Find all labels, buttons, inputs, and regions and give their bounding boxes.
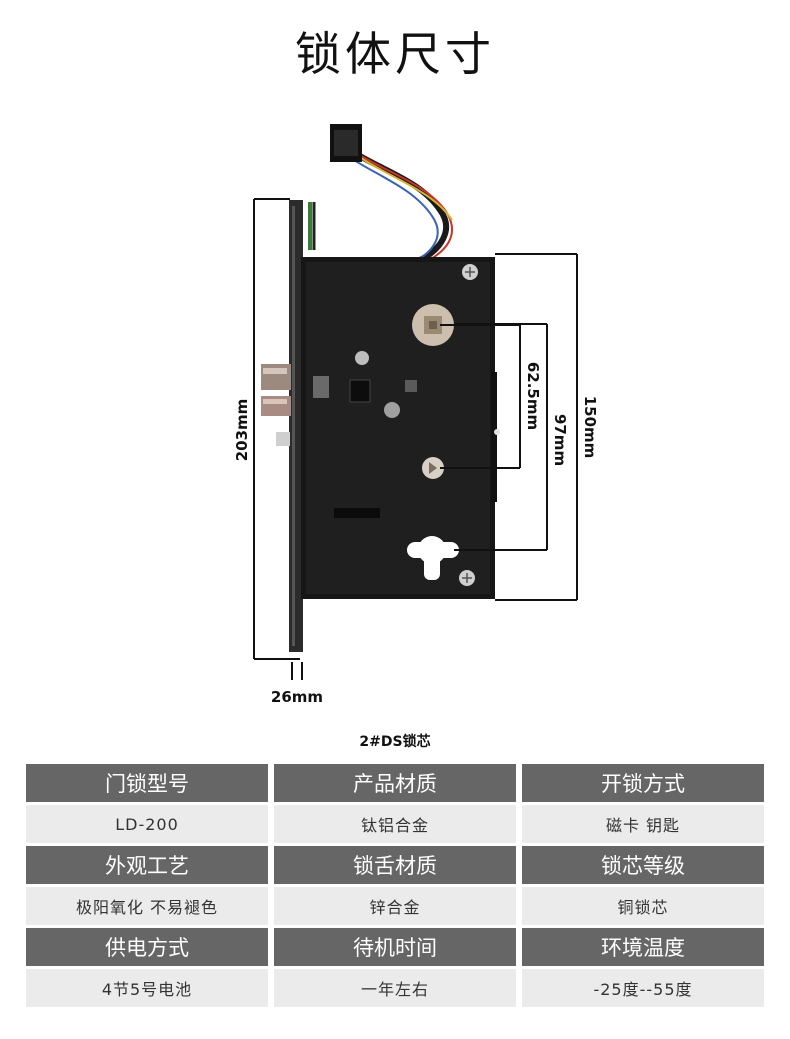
- spec-value: 锌合金: [274, 887, 516, 925]
- spec-value: -25度--55度: [522, 969, 764, 1007]
- model-caption: 2#DS锁芯: [359, 734, 431, 750]
- side-wire: [308, 202, 316, 250]
- wire-harness: [330, 124, 453, 263]
- spec-value: 磁卡 钥匙: [522, 805, 764, 843]
- latch-bolts: [261, 364, 291, 446]
- screws: [355, 264, 500, 586]
- spec-header: 供电方式: [26, 928, 268, 966]
- spec-header: 门锁型号: [26, 764, 268, 802]
- lock-body-diagram: 203mm 26mm 62.5mm 97mm 150mm: [233, 124, 599, 706]
- spec-table: 门锁型号 产品材质 开锁方式 LD-200 钛铝合金 磁卡 钥匙 外观工艺 锁舌…: [26, 764, 764, 1010]
- spec-value-row: 极阳氧化 不易褪色 锌合金 铜锁芯: [26, 887, 764, 925]
- dim-label-150mm: 150mm: [581, 396, 599, 459]
- spec-header: 待机时间: [274, 928, 516, 966]
- spec-header: 锁芯等级: [522, 846, 764, 884]
- dimension-lines: [253, 198, 578, 680]
- spec-value: LD-200: [26, 805, 268, 843]
- dim-label-62-5mm: 62.5mm: [524, 362, 542, 430]
- spec-value: 铜锁芯: [522, 887, 764, 925]
- spec-value: 钛铝合金: [274, 805, 516, 843]
- spec-value-row: 4节5号电池 一年左右 -25度--55度: [26, 969, 764, 1007]
- dim-label-26mm: 26mm: [271, 688, 323, 706]
- spec-value: 4节5号电池: [26, 969, 268, 1007]
- handle-spindle-hole: [412, 304, 454, 346]
- spec-header: 环境温度: [522, 928, 764, 966]
- cylinder-hole: [407, 536, 459, 580]
- spec-header-row: 外观工艺 锁舌材质 锁芯等级: [26, 846, 764, 884]
- spec-header-row: 门锁型号 产品材质 开锁方式: [26, 764, 764, 802]
- spec-value-row: LD-200 钛铝合金 磁卡 钥匙: [26, 805, 764, 843]
- page-title: 锁体尺寸: [295, 27, 495, 81]
- faceplate: [289, 200, 303, 652]
- spec-header-row: 供电方式 待机时间 环境温度: [26, 928, 764, 966]
- spec-value: 极阳氧化 不易褪色: [26, 887, 268, 925]
- dim-label-203mm: 203mm: [233, 399, 251, 462]
- dim-label-97mm: 97mm: [551, 414, 569, 466]
- spec-header: 产品材质: [274, 764, 516, 802]
- spec-header: 开锁方式: [522, 764, 764, 802]
- spec-header: 锁舌材质: [274, 846, 516, 884]
- spec-value: 一年左右: [274, 969, 516, 1007]
- thumb-turn-hole: [422, 457, 444, 479]
- spec-header: 外观工艺: [26, 846, 268, 884]
